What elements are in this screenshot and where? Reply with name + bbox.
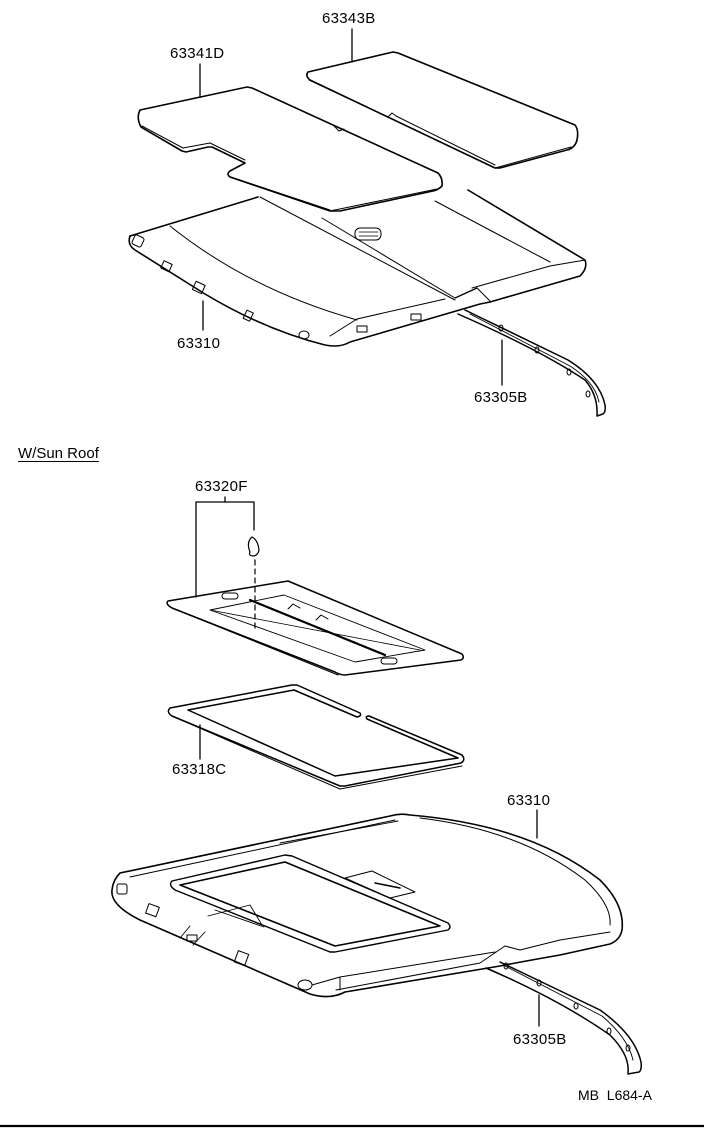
- section-heading-sun-roof: W/Sun Roof: [18, 445, 99, 462]
- part-63318c-weatherstrip: [168, 685, 463, 789]
- part-63341d-panel: [138, 64, 442, 211]
- part-label-63343b: 63343B: [322, 10, 376, 27]
- part-63305b-molding-bottom: [486, 962, 641, 1074]
- part-label-63341d: 63341D: [170, 45, 225, 62]
- part-label-63310-sunroof: 63310: [507, 792, 551, 809]
- part-63305b-molding-top: [458, 310, 605, 416]
- part-label-63310-top: 63310: [177, 335, 221, 352]
- part-label-63305b-top: 63305B: [474, 389, 528, 406]
- drawing-code: MB L684-A: [578, 1087, 652, 1103]
- part-63320f-panel: [167, 497, 463, 675]
- part-label-63305b-bottom: 63305B: [513, 1031, 567, 1048]
- part-63310-headliner-top: [129, 190, 586, 346]
- part-63343b-panel: [307, 29, 578, 168]
- part-63310-headliner-sunroof: [112, 810, 622, 997]
- part-label-63318c: 63318C: [172, 761, 227, 778]
- part-label-63320f: 63320F: [195, 478, 248, 495]
